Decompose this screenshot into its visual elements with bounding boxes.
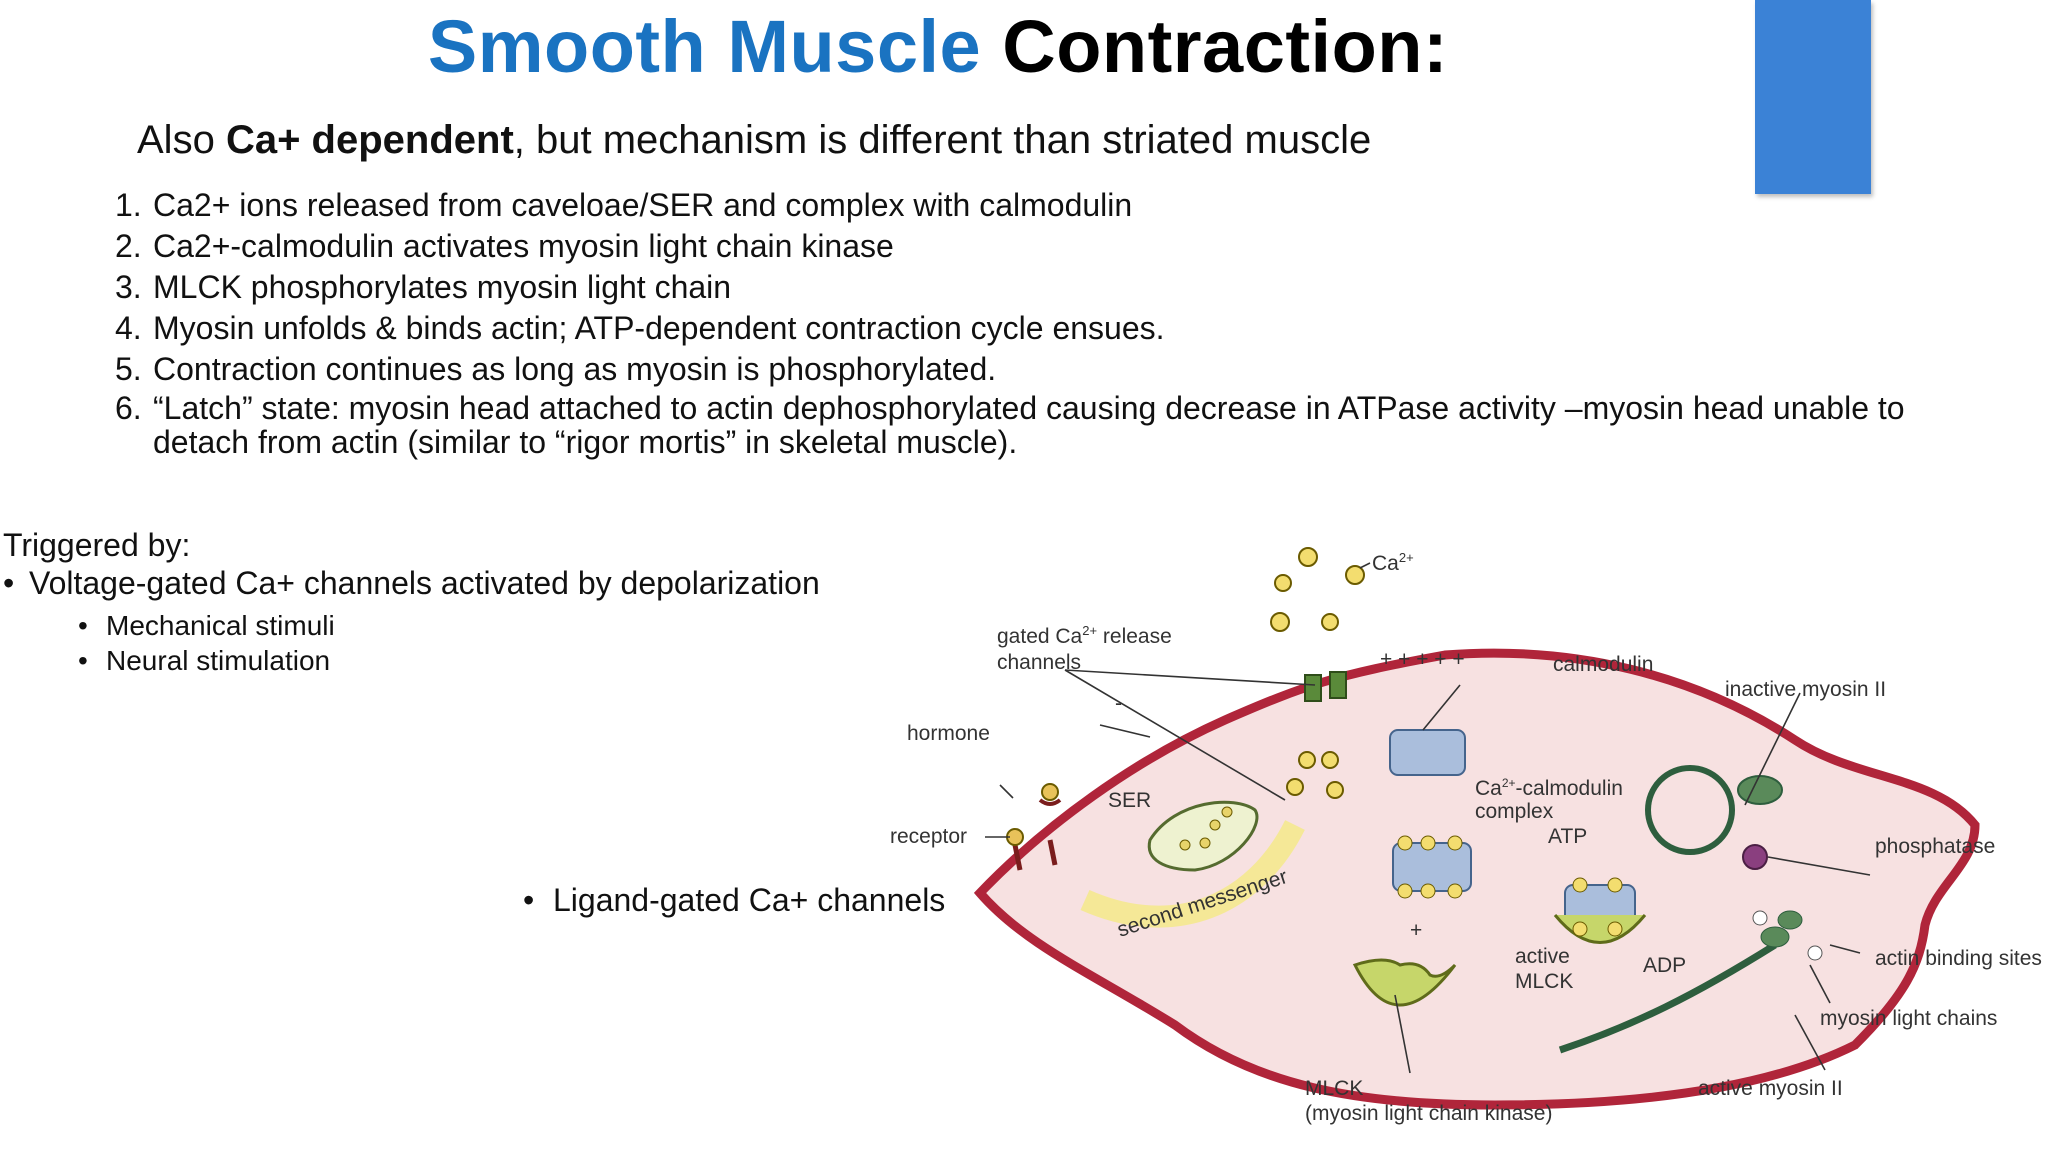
steps-list: 1. Ca2+ ions released from caveloae/SER a… (115, 186, 1915, 462)
leader-lines (985, 562, 1871, 1074)
gated-channels-label-line2: channels (997, 651, 1081, 674)
actin-binding-label: actin binding sites (1875, 947, 2042, 970)
calmodulin-complex-icon (1392, 835, 1472, 899)
title-part-black: Contraction: (1002, 5, 1449, 88)
receptor-label: receptor (890, 825, 967, 848)
active-myosin-label: active myosin II (1698, 1077, 1843, 1100)
myosin-light-chains-label: myosin light chains (1820, 1007, 1997, 1030)
subtitle-bold: Ca+ dependent (225, 118, 514, 162)
mlck-label-2: (myosin light chain kinase) (1305, 1102, 1552, 1125)
hormone-label: hormone (907, 722, 990, 745)
step-number: 2. (115, 228, 142, 264)
subtitle-suffix: , but mechanism is different than striat… (513, 118, 1372, 162)
mlck-icon (1352, 958, 1457, 1007)
active-myosin-icon (1558, 910, 1823, 1054)
subtitle-prefix: Also (137, 118, 226, 162)
atp-label: ATP (1548, 825, 1587, 848)
phosphatase-icon (1742, 844, 1768, 870)
plus-signs: + + + + + (1380, 648, 1465, 671)
phosphatase-label: phosphatase (1875, 835, 1995, 858)
gated-channels-label: gated Ca2+ release (997, 623, 1172, 648)
active-mlck-label-1: active (1515, 945, 1570, 968)
list-item: Voltage-gated Ca+ channels activated by … (3, 565, 820, 602)
calmodulin-icon (1389, 729, 1466, 776)
second-messenger-arrow (1080, 819, 1305, 928)
adp-label: ADP (1643, 954, 1686, 977)
trigger-list: Voltage-gated Ca+ channels activated by … (3, 565, 820, 602)
minus-sign: - (1115, 692, 1122, 715)
ligand-bullet: Ligand-gated Ca+ channels (523, 882, 945, 919)
active-mlck-icon (1553, 877, 1647, 944)
list-item: Neural stimulation (78, 643, 335, 678)
gated-channel-icon (1304, 671, 1347, 702)
list-item: 4. Myosin unfolds & binds actin; ATP-depe… (115, 309, 1915, 347)
list-item: 5. Contraction continues as long as myosi… (115, 350, 1915, 388)
complex-label: Ca2+-calmodulin (1475, 776, 1623, 800)
mlck-label-1: MLCK (1305, 1077, 1363, 1100)
list-item: 2. Ca2+-calmodulin activates myosin light… (115, 227, 1915, 265)
trigger-sublist: Mechanical stimuli Neural stimulation (78, 608, 335, 678)
list-item: 3. MLCK phosphorylates myosin light chain (115, 268, 1915, 306)
step-text: Ca2+-calmodulin activates myosin light c… (153, 228, 894, 264)
subtitle: Also Ca+ dependent, but mechanism is dif… (137, 118, 1371, 163)
step-number: 1. (115, 187, 142, 223)
smooth-muscle-diagram: Ca2+ gated Ca2+ release channels + + + +… (890, 547, 2042, 1125)
complex-label-line2: complex (1475, 800, 1554, 823)
list-item: 1. Ca2+ ions released from caveloae/SER a… (115, 186, 1915, 224)
inactive-myosin-label: inactive myosin II (1725, 678, 1886, 701)
step-text: “Latch” state: myosin head attached to a… (153, 390, 1905, 460)
step-number: 4. (115, 310, 142, 346)
calcium-ions (1270, 547, 1365, 799)
step-number: 6. (115, 390, 142, 426)
step-text: Contraction continues as long as myosin … (153, 351, 997, 387)
step-text: Myosin unfolds & binds actin; ATP-depend… (153, 310, 1165, 346)
triggered-heading: Triggered by: (3, 527, 191, 563)
list-item: 6. “Latch” state: myosin head attached to… (115, 391, 1915, 459)
step-number: 3. (115, 269, 142, 305)
plus-sign: + (1410, 919, 1422, 942)
cell-membrane (973, 648, 1980, 1110)
ser-label: SER (1108, 789, 1151, 812)
decorative-blue-block (1755, 0, 1871, 194)
step-number: 5. (115, 351, 142, 387)
step-text: Ca2+ ions released from caveloae/SER and… (153, 187, 1133, 223)
title-part-blue: Smooth Muscle (427, 5, 982, 88)
active-mlck-label-2: MLCK (1515, 970, 1573, 993)
ca-label: Ca2+ (1372, 550, 1414, 575)
step-text: MLCK phosphorylates myosin light chain (153, 269, 732, 305)
calmodulin-label: calmodulin (1553, 653, 1653, 676)
ser-organelle (1147, 800, 1259, 872)
slide-title: Smooth Muscle Contraction: (0, 4, 1876, 89)
list-item: Mechanical stimuli (78, 608, 335, 643)
